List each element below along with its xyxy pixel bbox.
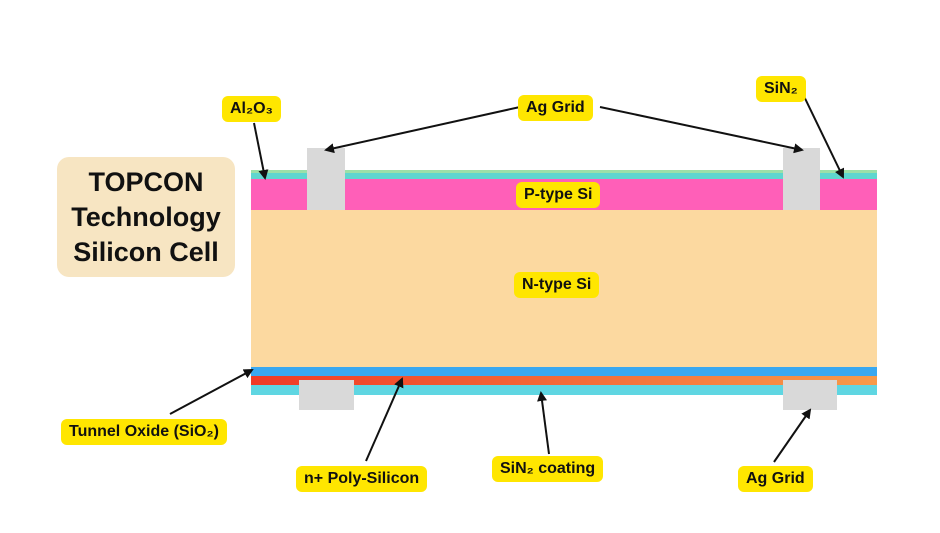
- poly-silicon-layer: [251, 376, 877, 385]
- arrow-tunnel-oxide: [169, 369, 254, 415]
- title-line-3: Silicon Cell: [73, 236, 219, 267]
- title-line-1: TOPCON: [88, 166, 204, 197]
- arrow-sin2-coating: [537, 391, 550, 455]
- ag-grid-bottom-label: Ag Grid: [738, 466, 813, 492]
- bottom-ag-contact-left: [299, 380, 354, 410]
- bottom-coating-layer: [251, 385, 877, 395]
- top-coating-green-strip: [251, 170, 877, 173]
- top-ag-contact-left: [307, 148, 345, 210]
- diagram-title: TOPCON Technology Silicon Cell: [57, 157, 235, 277]
- arrow-al2o3: [253, 122, 269, 180]
- arrow-ag-grid-top-right: [599, 106, 804, 154]
- arrow-sin2-top: [799, 87, 845, 179]
- bottom-ag-contact-right: [783, 380, 837, 410]
- tunnel-oxide-label: Tunnel Oxide (SiO₂): [61, 419, 227, 445]
- sin2-coating-label: SiN₂ coating: [492, 456, 604, 482]
- ag-grid-top-label: Ag Grid: [518, 95, 593, 121]
- poly-silicon-label: n+ Poly-Silicon: [296, 466, 428, 492]
- tunnel-oxide-layer: [251, 367, 877, 376]
- arrow-ag-grid-bottom: [773, 408, 812, 463]
- n-type-label: N-type Si: [514, 272, 600, 298]
- title-line-2: Technology: [71, 201, 221, 232]
- arrow-poly-silicon: [365, 377, 404, 462]
- top-ag-contact-right: [783, 148, 820, 210]
- sin2-top-label: SiN₂: [756, 76, 806, 102]
- arrow-ag-grid-top-left: [324, 106, 521, 154]
- al2o3-label: Al₂O₃: [222, 96, 281, 122]
- p-type-label: P-type Si: [516, 182, 601, 208]
- top-coating-layer: [251, 170, 877, 179]
